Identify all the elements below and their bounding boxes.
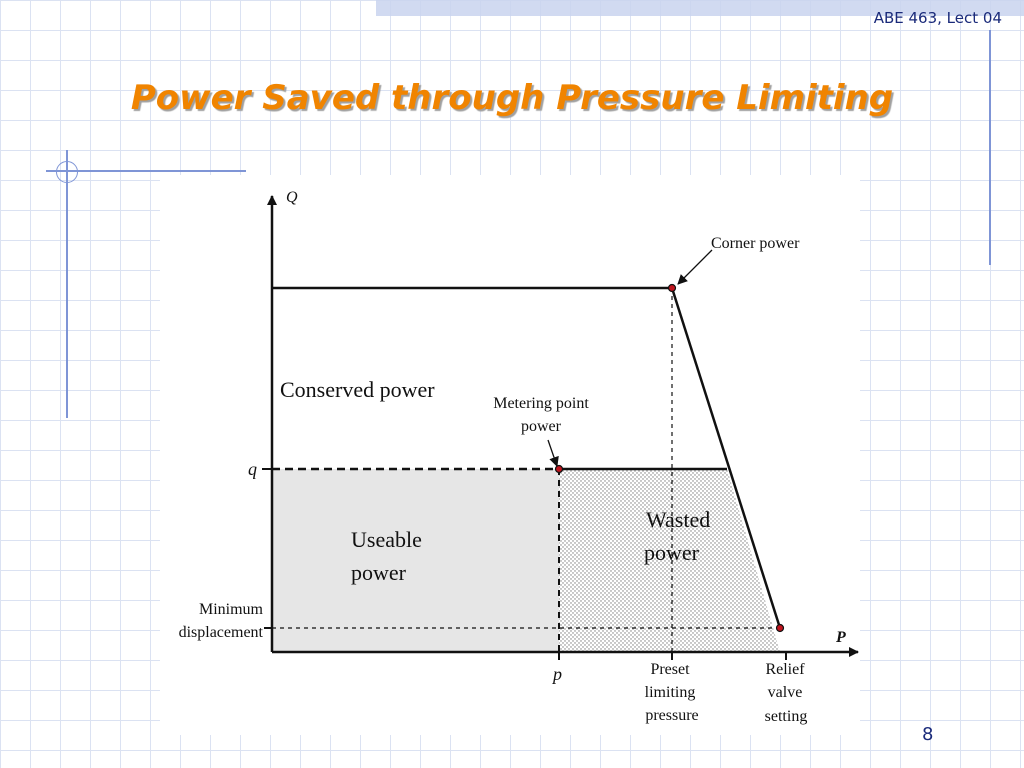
page-number: 8 xyxy=(922,724,934,745)
useable-power-label-1: Useable xyxy=(351,527,422,552)
minimum-displacement-label-1: Minimum xyxy=(199,601,264,618)
corner-power-point xyxy=(667,283,677,293)
left-decor-hline xyxy=(46,170,246,172)
useable-power-region xyxy=(272,469,559,652)
corner-power-label: Corner power xyxy=(711,235,800,252)
q-axis-label: Q xyxy=(286,189,298,206)
useable-power-label-2: power xyxy=(351,560,407,585)
slide-title: Power Saved through Pressure Limiting xyxy=(130,78,894,118)
left-decor-line xyxy=(66,150,68,418)
p-tick-label: p xyxy=(551,664,562,684)
conserved-power-label: Conserved power xyxy=(280,377,435,402)
preset-pressure-label-3: pressure xyxy=(645,707,698,724)
right-decor-line xyxy=(989,30,991,265)
relief-valve-label-2: valve xyxy=(768,684,803,701)
q-tick-label: q xyxy=(248,459,257,479)
metering-point xyxy=(554,464,564,474)
left-decor-circle xyxy=(56,161,78,183)
preset-pressure-label-1: Preset xyxy=(650,661,690,678)
metering-point-label-2: power xyxy=(521,418,562,435)
course-tag: ABE 463, Lect 04 xyxy=(873,9,1002,27)
metering-point-label-1: Metering point xyxy=(493,395,589,412)
top-decor-band xyxy=(376,0,1024,16)
relief-point xyxy=(775,623,785,633)
relief-valve-label-3: setting xyxy=(765,708,808,725)
wasted-power-label-1: Wasted xyxy=(646,507,710,532)
wasted-power-region xyxy=(559,469,780,652)
compensator-slope-line xyxy=(670,287,782,629)
p-axis-label: P xyxy=(835,629,846,646)
corner-power-arrow xyxy=(677,249,713,285)
minimum-displacement-label-2: displacement xyxy=(179,624,264,641)
relief-valve-label-1: Relief xyxy=(765,661,805,678)
wasted-power-label-2: power xyxy=(644,540,700,565)
preset-pressure-label-2: limiting xyxy=(645,684,696,701)
metering-power-arrow xyxy=(547,439,559,467)
